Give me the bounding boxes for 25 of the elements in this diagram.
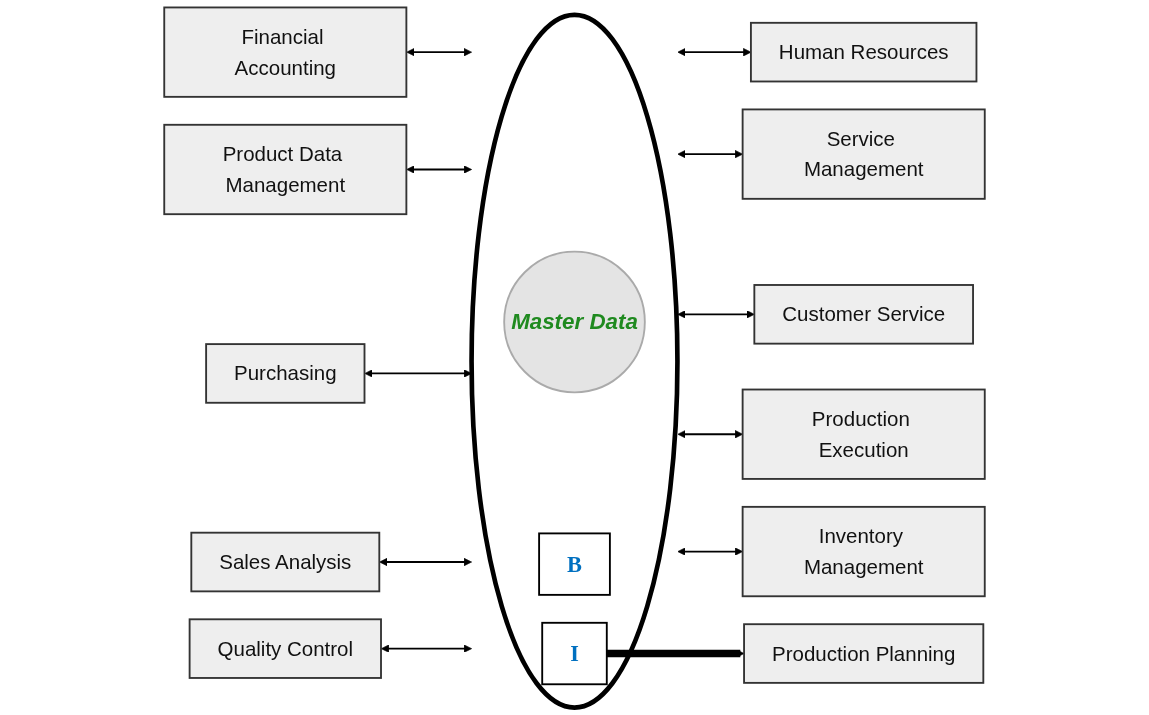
arrow: [677, 430, 743, 439]
node-box: Purchasing: [205, 343, 366, 404]
arrow: [379, 557, 472, 567]
arrow: [406, 165, 472, 174]
node-box: Production Planning: [743, 623, 985, 684]
node-box: Inventory Management: [741, 505, 986, 598]
node-box: Human Resources: [750, 21, 978, 83]
node-circle: Master Data: [503, 250, 646, 394]
node-box: I: [541, 621, 608, 686]
arrow: [677, 547, 743, 556]
arrow: [606, 649, 745, 658]
node-box: Service Management: [741, 108, 986, 200]
node-box: Customer Service: [753, 284, 974, 345]
node-box: Sales Analysis: [190, 531, 381, 593]
node-box: B: [538, 532, 611, 596]
cluster: [469, 12, 680, 710]
node-box: Product Data Management: [163, 123, 408, 216]
node-box: Financial Accounting: [163, 6, 408, 98]
arrow: [381, 644, 472, 653]
arrow: [364, 369, 472, 378]
arrow: [677, 310, 755, 319]
node-box: Quality Control: [188, 618, 382, 679]
arrow: [677, 150, 743, 159]
arrow: [406, 48, 472, 57]
node-box: Production Execution: [741, 388, 986, 480]
